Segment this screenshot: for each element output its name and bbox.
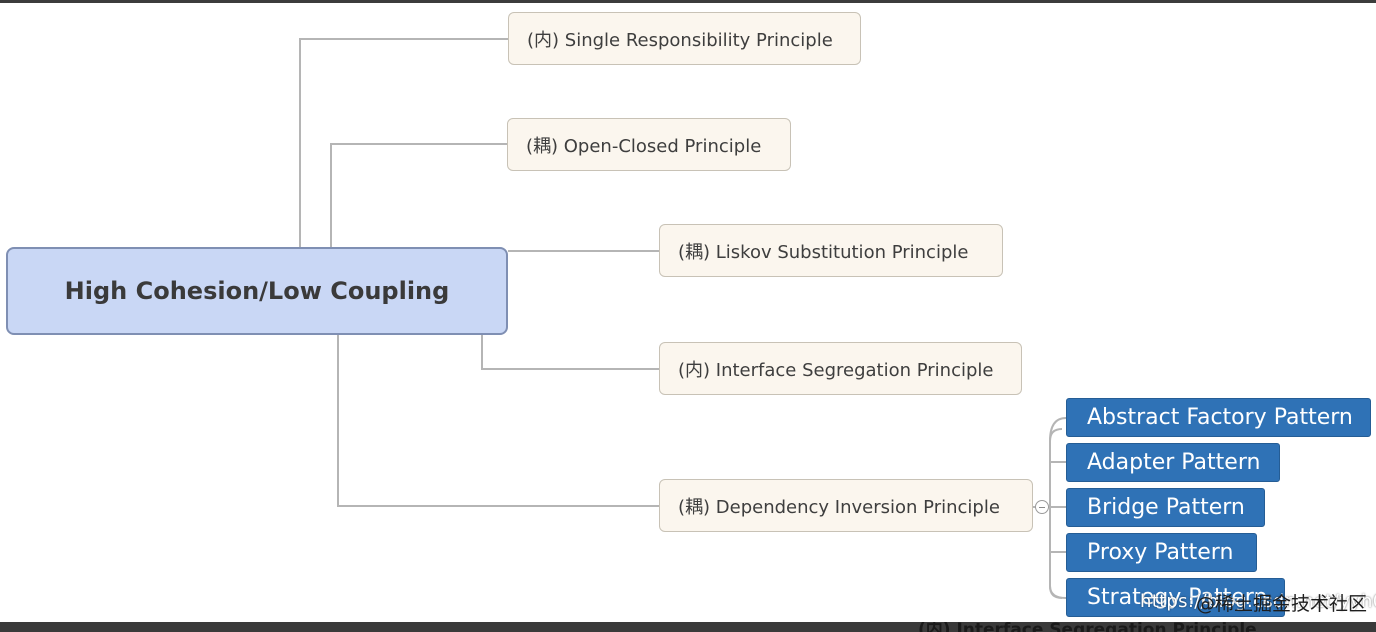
pattern-node-abstract-factory[interactable]: Abstract Factory Pattern bbox=[1066, 398, 1371, 437]
pattern-node-label: Strategy Pattern bbox=[1087, 585, 1268, 610]
connector-patterns-trunk bbox=[1049, 428, 1063, 599]
pattern-node-adapter[interactable]: Adapter Pattern bbox=[1066, 443, 1280, 482]
pattern-node-bridge[interactable]: Bridge Pattern bbox=[1066, 488, 1265, 527]
connector-strategy-bottom bbox=[1049, 585, 1067, 599]
pattern-node-label: Proxy Pattern bbox=[1087, 540, 1234, 565]
principle-node-interface-segregation[interactable]: (内) Interface Segregation Principle bbox=[659, 342, 1022, 395]
principle-node-label: (耦) Dependency Inversion Principle bbox=[678, 496, 1000, 518]
collapse-minus-icon[interactable] bbox=[1035, 500, 1049, 514]
connector-single-responsibility bbox=[299, 38, 508, 247]
principle-node-dependency-inversion[interactable]: (耦) Dependency Inversion Principle bbox=[659, 479, 1033, 532]
principle-node-label: (耦) Liskov Substitution Principle bbox=[678, 241, 969, 263]
watermark-url: https://blog.csdn.net/yyh0912z bbox=[1140, 591, 1376, 612]
pattern-node-label: Bridge Pattern bbox=[1087, 495, 1245, 520]
connector-abstract-top bbox=[1049, 417, 1067, 442]
connector-interface-segregation bbox=[481, 335, 659, 370]
principle-node-label: (内) Interface Segregation Principle bbox=[678, 359, 994, 381]
principle-node-label: (内) Single Responsibility Principle bbox=[527, 29, 833, 51]
principle-node-liskov-substitution[interactable]: (耦) Liskov Substitution Principle bbox=[659, 224, 1003, 277]
bottom-strip: (内) Interface Segregation Principle bbox=[0, 622, 1376, 632]
pattern-node-label: Abstract Factory Pattern bbox=[1087, 405, 1353, 430]
pattern-node-proxy[interactable]: Proxy Pattern bbox=[1066, 533, 1257, 572]
connector-open-closed bbox=[330, 143, 507, 247]
watermark-label: @稀土掘金技术社区 bbox=[1196, 593, 1368, 615]
principle-node-open-closed[interactable]: (耦) Open-Closed Principle bbox=[507, 118, 791, 171]
root-node[interactable]: High Cohesion/Low Coupling bbox=[6, 247, 508, 335]
top-border bbox=[0, 0, 1376, 3]
bottom-strip-text: (内) Interface Segregation Principle bbox=[918, 622, 1257, 632]
pattern-node-label: Adapter Pattern bbox=[1087, 450, 1261, 475]
connector-dependency-inversion bbox=[337, 335, 659, 507]
principle-node-single-responsibility[interactable]: (内) Single Responsibility Principle bbox=[508, 12, 861, 65]
root-node-label: High Cohesion/Low Coupling bbox=[64, 277, 450, 305]
pattern-node-strategy[interactable]: Strategy Pattern bbox=[1066, 578, 1285, 617]
principle-node-label: (耦) Open-Closed Principle bbox=[526, 135, 762, 157]
